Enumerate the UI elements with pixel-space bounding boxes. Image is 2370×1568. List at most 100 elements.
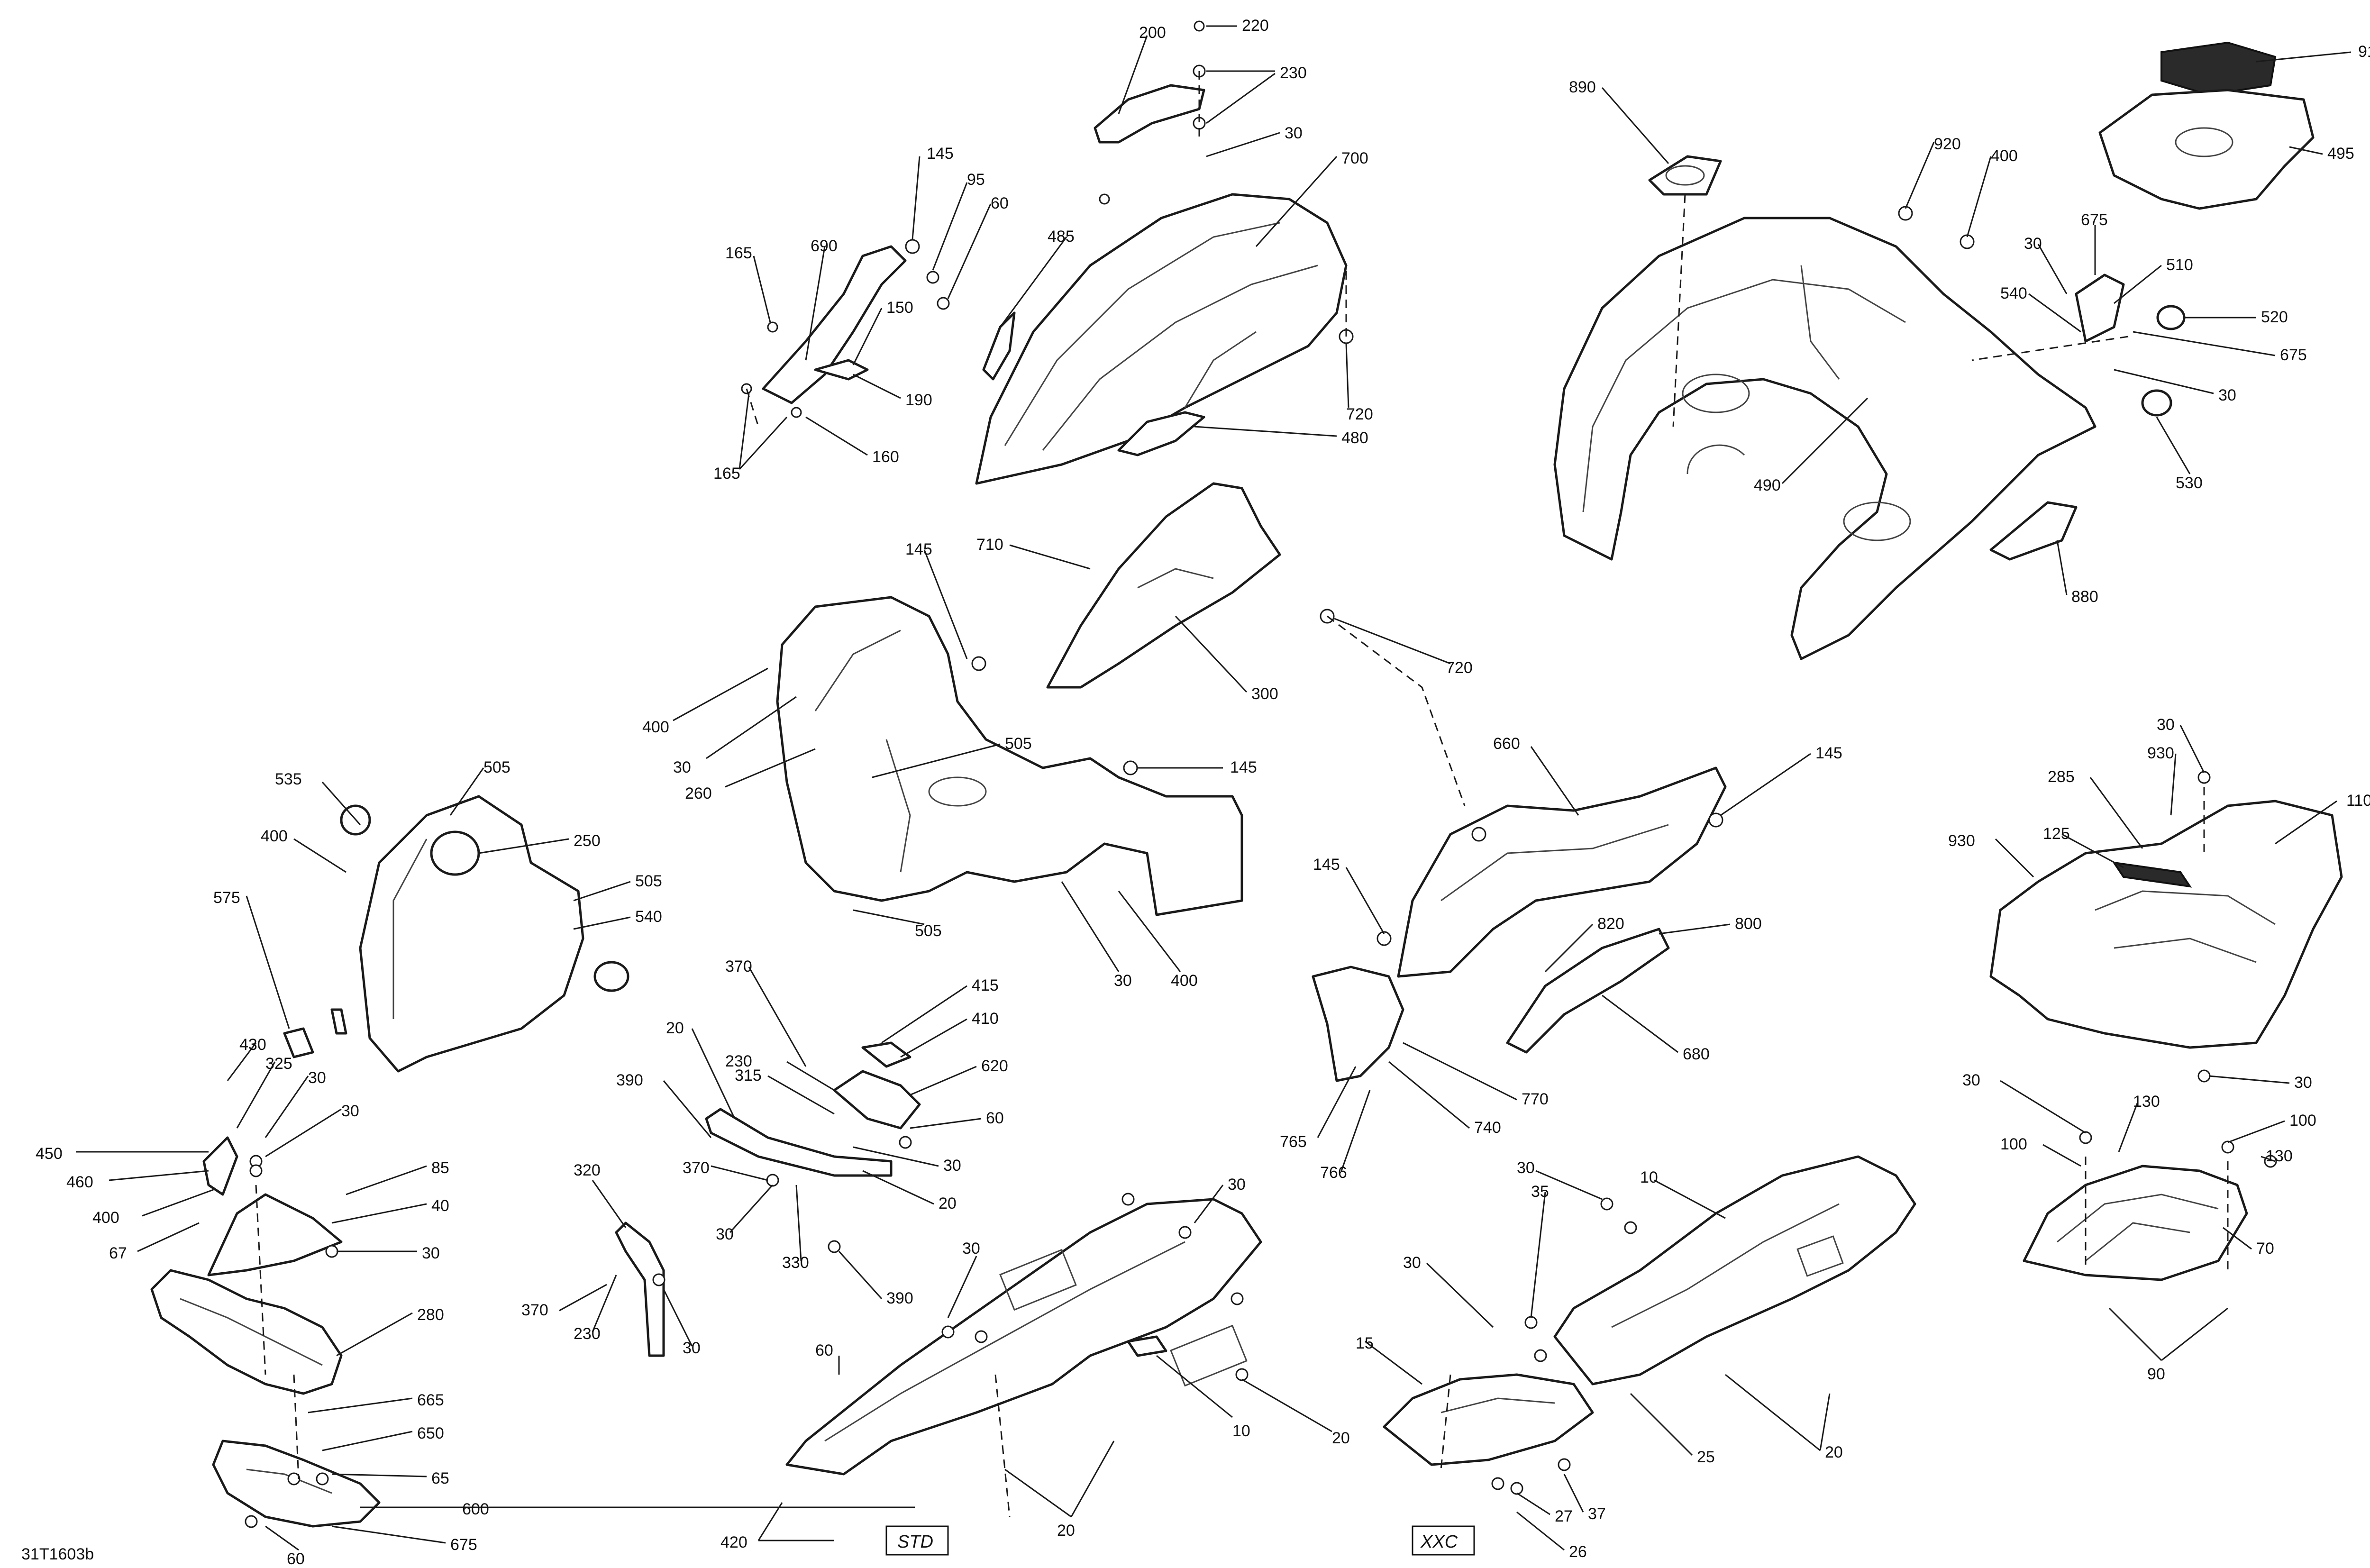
callout-label: 770 — [1522, 1090, 1549, 1108]
callout-label: 575 — [213, 889, 240, 907]
front-fender-part — [776, 596, 1243, 916]
callout-label: 505 — [1005, 735, 1032, 753]
callout-label: 70 — [2256, 1240, 2274, 1258]
fasteners — [245, 20, 2277, 1528]
side-panel-660 — [1397, 766, 1727, 978]
callout-label: 650 — [417, 1424, 444, 1442]
drawing-id: 31T1603b — [21, 1545, 94, 1563]
callout-label: 110 — [2346, 792, 2370, 810]
callout-label: 165 — [713, 465, 740, 483]
callout-label: 100 — [2289, 1112, 2316, 1130]
callout-label: 37 — [1588, 1505, 1606, 1523]
callout-label: 930 — [1948, 832, 1975, 850]
callout-label: 26 — [1569, 1543, 1587, 1561]
callout-label: 800 — [1735, 915, 1762, 933]
callout-label: 665 — [417, 1391, 444, 1409]
panel-740 — [1312, 966, 1404, 1082]
bracket-620 — [833, 1070, 921, 1130]
callout-label: 315 — [735, 1067, 762, 1085]
callout-label: 430 — [239, 1036, 266, 1054]
callout-label: 230 — [1280, 64, 1307, 82]
xxc-skid-plate-10 — [1553, 1155, 1916, 1386]
frame-320 — [615, 1222, 665, 1357]
callout-label: 30 — [341, 1102, 359, 1120]
callout-label: 10 — [1232, 1422, 1250, 1440]
callout-label: 200 — [1139, 24, 1166, 42]
callout-label: 930 — [2147, 744, 2174, 762]
part-485 — [982, 311, 1016, 381]
callout-label: 710 — [976, 536, 1003, 554]
callout-label: 300 — [1251, 685, 1278, 703]
callout-label: 95 — [967, 171, 985, 189]
callout-label: 30 — [422, 1244, 440, 1262]
callout-label: 30 — [683, 1339, 701, 1357]
callout-label: 495 — [2327, 145, 2354, 163]
callout-label: 20 — [1057, 1522, 1075, 1540]
front-bumper-280 — [150, 1269, 343, 1395]
callout-label: 330 — [782, 1254, 809, 1272]
callout-label: 35 — [1531, 1183, 1549, 1201]
callout-label: 920 — [1934, 135, 1961, 153]
callout-label: 30 — [716, 1225, 734, 1243]
callout-label: 30 — [1114, 972, 1132, 990]
callout-label: 30 — [308, 1069, 326, 1087]
callout-label: 30 — [2218, 386, 2236, 404]
callout-label: 27 — [1555, 1507, 1573, 1525]
callout-label: 700 — [1341, 149, 1368, 167]
rear-skid-70 — [2023, 1165, 2248, 1281]
callout-label: 285 — [2048, 768, 2075, 786]
callout-label: 485 — [1048, 228, 1075, 246]
callout-label: 85 — [431, 1159, 449, 1177]
bracket-200 — [1094, 84, 1205, 144]
callout-label: 675 — [450, 1536, 477, 1554]
callout-label: 490 — [1754, 476, 1781, 494]
variant-std-label: STD — [897, 1532, 933, 1552]
callout-label: 60 — [991, 194, 1009, 212]
callout-label: 65 — [431, 1469, 449, 1487]
callout-label: 125 — [2043, 825, 2070, 843]
leader-lines — [76, 25, 2352, 1551]
callout-label: 415 — [972, 976, 999, 994]
callout-label: 30 — [1228, 1176, 1246, 1194]
cap-520 — [2156, 305, 2186, 330]
callout-label: 60 — [287, 1550, 305, 1568]
callout-label: 230 — [725, 1052, 752, 1070]
callout-label: 30 — [2157, 716, 2175, 734]
callout-label: 400 — [1991, 147, 2018, 165]
callout-label: 145 — [1815, 744, 1842, 762]
callout-label: 370 — [683, 1159, 710, 1177]
callout-label: 390 — [616, 1071, 643, 1089]
headlight-housing — [359, 795, 629, 1073]
callout-label: 740 — [1474, 1119, 1501, 1137]
callout-label: 766 — [1320, 1164, 1347, 1182]
part-890 — [1648, 155, 1722, 196]
grommet-575 — [283, 1027, 314, 1058]
callout-label: 165 — [725, 244, 752, 262]
bracket-40 — [207, 1193, 343, 1276]
callout-label: 450 — [36, 1145, 63, 1163]
callout-label: 420 — [720, 1533, 747, 1551]
callout-label: 30 — [943, 1157, 961, 1175]
callout-label: 535 — [275, 770, 302, 788]
callout-label: 505 — [635, 872, 662, 890]
bracket-690 — [762, 245, 907, 404]
panel-680 — [1506, 928, 1670, 1054]
callout-label: 15 — [1356, 1334, 1374, 1352]
callout-label: 20 — [939, 1194, 957, 1212]
callout-label: 390 — [886, 1289, 913, 1307]
callout-label: 190 — [905, 391, 932, 409]
callout-label: 145 — [927, 145, 954, 163]
callout-label: 20 — [666, 1019, 684, 1037]
callout-label: 400 — [92, 1209, 119, 1227]
callout-label: 150 — [886, 299, 913, 317]
callout-label: 320 — [574, 1161, 601, 1179]
callout-label: 540 — [2000, 284, 2027, 302]
callout-label: 280 — [417, 1306, 444, 1324]
callout-label: 910 — [2358, 43, 2370, 61]
callout-label: 370 — [521, 1301, 548, 1319]
callout-label: 30 — [2024, 235, 2042, 253]
callout-label: 30 — [1285, 124, 1303, 142]
callout-label: 370 — [725, 957, 752, 975]
callout-label: 720 — [1346, 405, 1373, 423]
